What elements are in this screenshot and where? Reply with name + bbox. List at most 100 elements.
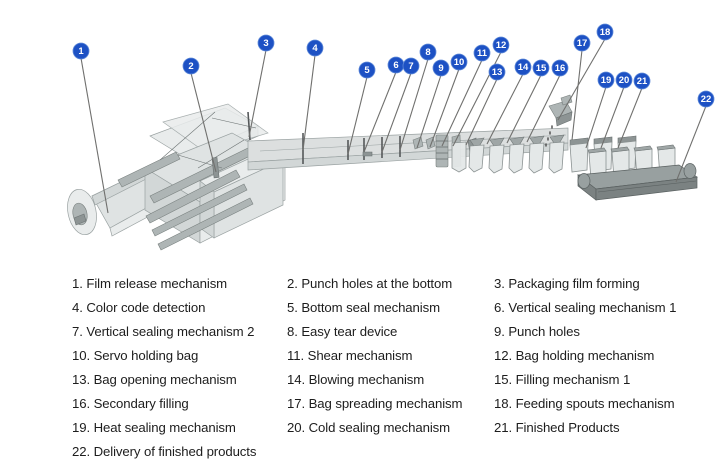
callout-number-21: 21 (637, 76, 648, 87)
legend-item-15: 15. Filling mechanism 1 (494, 372, 631, 387)
callout-leader-line-9 (416, 74, 442, 149)
legend-item-7: 7. Vertical sealing mechanism 2 (72, 324, 255, 339)
legend-item-2: 2. Punch holes at the bottom (287, 276, 453, 291)
callout-bubble-10[interactable]: 10 (450, 53, 468, 71)
callout-bubble-21[interactable]: 21 (633, 72, 651, 90)
callout-bubble-9[interactable]: 9 (432, 59, 450, 77)
callout-leader-line-19 (585, 86, 607, 149)
callout-leader-line-10 (429, 68, 460, 148)
callout-bubble-16[interactable]: 16 (551, 59, 569, 77)
callout-leader-line-4 (302, 54, 316, 151)
callout-bubble-3[interactable]: 3 (257, 34, 275, 52)
legend-item-5: 5. Bottom seal mechanism (287, 300, 440, 315)
callout-leader-line-15 (506, 74, 542, 144)
legend-list: 1. Film release mechanism 2. Punch holes… (0, 276, 725, 464)
callout-leader-line-16 (526, 74, 561, 143)
legend-item-13: 13. Bag opening mechanism (72, 372, 237, 387)
callout-number-17: 17 (577, 38, 588, 49)
callout-number-7: 7 (408, 61, 413, 72)
callout-leader-line-17 (571, 49, 583, 141)
callout-circle-10 (450, 53, 468, 71)
callout-bubble-2[interactable]: 2 (182, 57, 200, 75)
callout-number-22: 22 (701, 94, 712, 105)
legend-item-4: 4. Color code detection (72, 300, 206, 315)
callout-number-20: 20 (619, 75, 630, 86)
legend-item-3: 3. Packaging film forming (494, 276, 640, 291)
callout-circle-18 (596, 23, 614, 41)
callout-bubble-13[interactable]: 13 (488, 63, 506, 81)
callout-bubble-11[interactable]: 11 (473, 44, 491, 62)
bag-item (548, 134, 565, 174)
callout-leader-line-14 (486, 73, 524, 145)
bag-item (508, 136, 525, 174)
callout-circle-20 (615, 71, 633, 89)
callout-number-16: 16 (555, 63, 566, 74)
callout-leader-line-3 (248, 49, 267, 138)
callout-circle-8 (419, 43, 437, 61)
callout-bubble-1[interactable]: 1 (72, 42, 90, 60)
callout-leader-line-6 (363, 71, 397, 153)
machine-artwork (67, 94, 698, 251)
legend-item-22: 22. Delivery of finished products (72, 444, 257, 459)
legend-item-16: 16. Secondary filling (72, 396, 189, 411)
callout-bubble-17[interactable]: 17 (573, 34, 591, 52)
callout-number-2: 2 (188, 61, 193, 72)
callout-number-5: 5 (364, 65, 370, 76)
callout-bubble-22[interactable]: 22 (697, 90, 715, 108)
callout-number-19: 19 (601, 75, 612, 86)
callout-number-11: 11 (477, 48, 488, 59)
bag-item (488, 137, 505, 174)
callout-leader-line-2 (190, 72, 217, 173)
bag-item (528, 135, 545, 174)
legend-row: 13. Bag opening mechanism 14. Blowing me… (0, 372, 725, 396)
legend-item-17: 17. Bag spreading mechanism (287, 396, 463, 411)
legend-item-21: 21. Finished Products (494, 420, 620, 435)
callout-number-8: 8 (425, 47, 430, 58)
legend-item-18: 18. Feeding spouts mechanism (494, 396, 675, 411)
callout-leader-line-1 (80, 57, 109, 214)
legend-row: 4. Color code detection 5. Bottom seal m… (0, 300, 725, 324)
legend-row: 19. Heat sealing mechanism 20. Cold seal… (0, 420, 725, 444)
legend-item-11: 11. Shear mechanism (287, 348, 413, 363)
callout-bubble-4[interactable]: 4 (306, 39, 324, 57)
callout-bubble-12[interactable]: 12 (492, 36, 510, 54)
callout-leader-line-18 (557, 38, 606, 121)
callout-bubble-18[interactable]: 18 (596, 23, 614, 41)
legend-item-8: 8. Easy tear device (287, 324, 398, 339)
callout-number-9: 9 (438, 63, 443, 74)
callout-bubble-15[interactable]: 15 (532, 59, 550, 77)
legend-row: 7. Vertical sealing mechanism 2 8. Easy … (0, 324, 725, 348)
callout-bubble-20[interactable]: 20 (615, 71, 633, 89)
callout-bubble-19[interactable]: 19 (597, 71, 615, 89)
callout-number-12: 12 (496, 40, 507, 51)
callout-bubble-14[interactable]: 14 (514, 58, 532, 76)
callout-circle-1 (72, 42, 90, 60)
callout-circle-19 (597, 71, 615, 89)
callout-leader-line-13 (465, 78, 498, 146)
callout-circle-21 (633, 72, 651, 90)
vertical-seal-stack (435, 134, 449, 168)
callout-bubble-6[interactable]: 6 (387, 56, 405, 74)
callout-number-15: 15 (536, 63, 547, 74)
callout-leader-line-21 (617, 87, 643, 149)
callout-bubble-7[interactable]: 7 (402, 57, 420, 75)
callout-circle-15 (532, 59, 550, 77)
legend-item-10: 10. Servo holding bag (72, 348, 199, 363)
callout-leader-line-22 (675, 105, 707, 183)
callout-bubble-8[interactable]: 8 (419, 43, 437, 61)
callout-number-4: 4 (312, 43, 318, 54)
legend-row: 1. Film release mechanism 2. Punch holes… (0, 276, 725, 300)
bag-item-sealed (569, 137, 589, 173)
callout-number-10: 10 (454, 57, 465, 68)
callout-bubble-5[interactable]: 5 (358, 61, 376, 79)
legend-item-19: 19. Heat sealing mechanism (72, 420, 236, 435)
callout-circle-22 (697, 90, 715, 108)
callout-leader-lines (80, 38, 707, 214)
callout-leader-line-8 (399, 58, 429, 151)
callout-leader-line-7 (381, 72, 412, 153)
callout-circle-16 (551, 59, 569, 77)
legend-row: 22. Delivery of finished products (0, 444, 725, 464)
callout-circle-9 (432, 59, 450, 77)
